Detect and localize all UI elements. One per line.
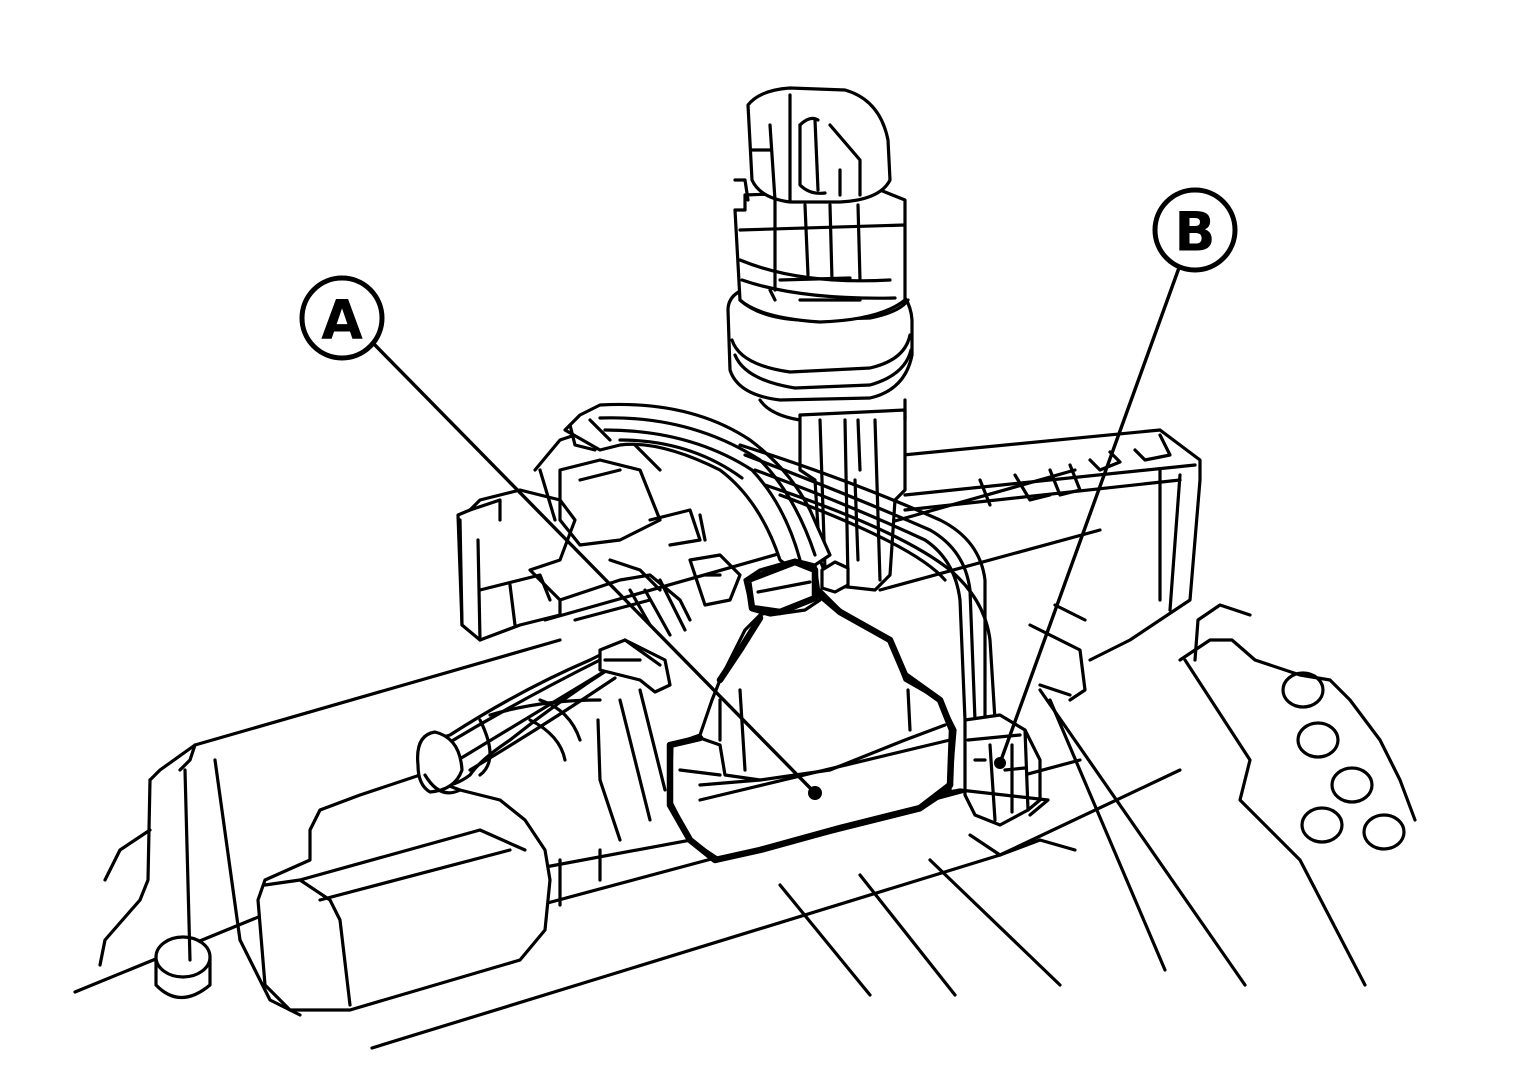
- callout-b: B: [994, 187, 1238, 769]
- callout-a: A: [299, 275, 822, 800]
- harness-socket-block: [456, 428, 742, 642]
- vertical-connector: [726, 86, 914, 592]
- callout-b-target-dot: [994, 757, 1006, 769]
- left-connector-assembly: [256, 638, 672, 1012]
- callout-a-label: A: [321, 289, 363, 352]
- ribbed-terminal-block: [798, 428, 1202, 702]
- callout-b-circle: [1152, 187, 1238, 273]
- callout-a-circle: [299, 275, 385, 361]
- callout-b-label: B: [1174, 201, 1215, 264]
- callout-a-leader: [371, 341, 817, 795]
- wire-harness: [563, 402, 997, 722]
- callout-b-leader: [998, 264, 1182, 764]
- component-a-body: [666, 558, 957, 864]
- component-b-connector: [958, 713, 1050, 827]
- callout-a-target-dot: [808, 786, 822, 800]
- valve-body-plate: [73, 603, 1417, 1050]
